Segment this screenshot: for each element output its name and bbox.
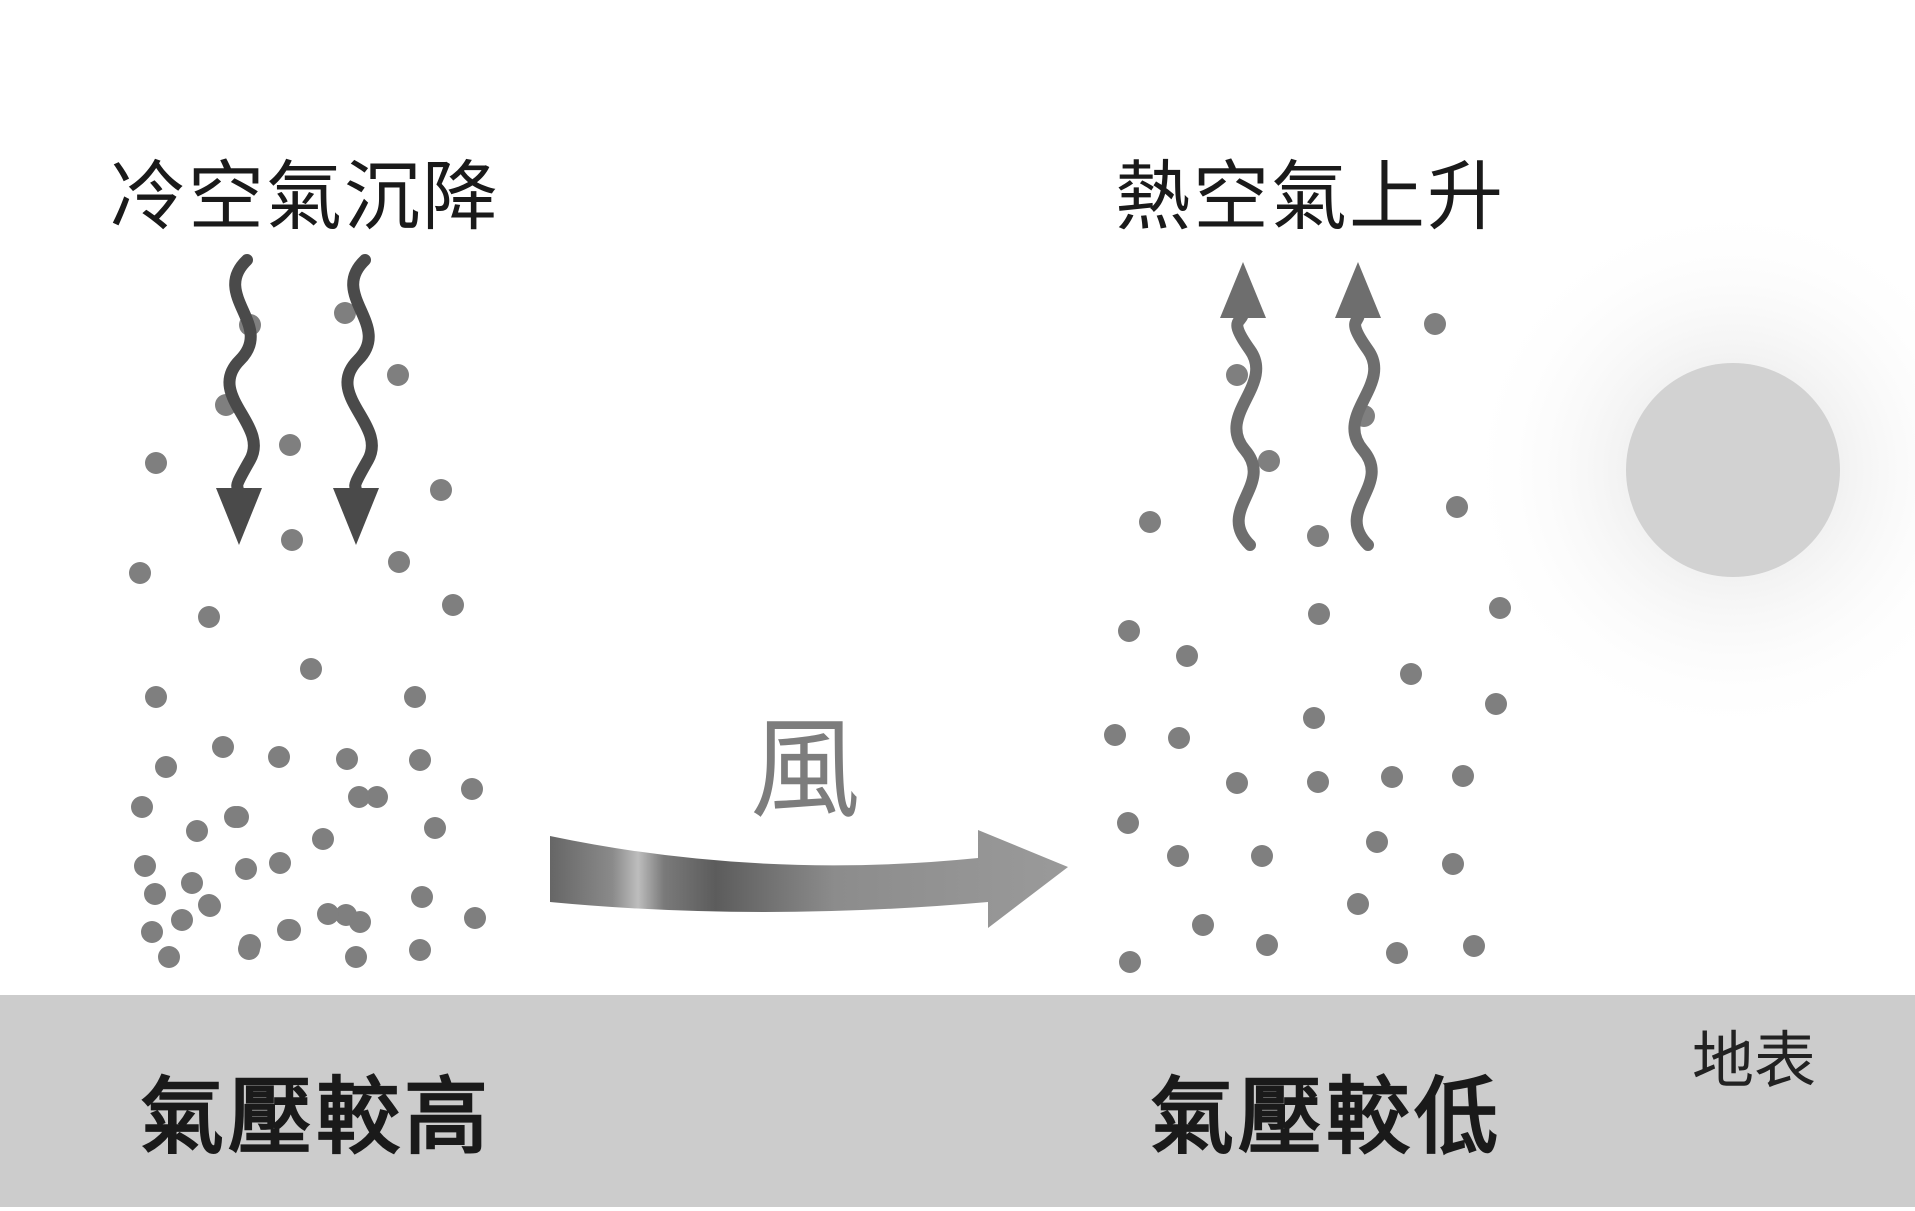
air-particle [1226,364,1248,386]
air-particle [198,606,220,628]
air-particle [1446,496,1468,518]
particles-high-pressure [129,302,486,968]
wavy-up-arrow-icon [1348,304,1381,551]
air-particle [1485,693,1507,715]
hot-air-arrows [1220,262,1381,551]
air-particle [442,594,464,616]
arrowhead-down [216,488,262,545]
air-particle [1117,812,1139,834]
high-pressure-label: 氣壓較高 [140,1068,493,1166]
air-particle [388,551,410,573]
air-particle [345,946,367,968]
air-particle [144,883,166,905]
air-particle [411,886,433,908]
air-particle [1176,645,1198,667]
wavy-up-arrow-icon [1230,304,1263,551]
air-particle [464,907,486,929]
air-particle [1366,831,1388,853]
air-particle [129,562,151,584]
air-particle [1347,893,1369,915]
air-particle [1118,620,1140,642]
air-particle [1386,942,1408,964]
wavy-down-arrow-icon [341,254,378,504]
air-particle [387,364,409,386]
air-particle [268,746,290,768]
air-particle [1139,511,1161,533]
sun-icon [1626,363,1840,577]
air-particle [145,452,167,474]
air-particle [424,817,446,839]
air-particle [1424,313,1446,335]
wavy-down-arrow-icon [223,254,260,504]
air-particle [1119,951,1141,973]
air-particle [348,786,370,808]
air-particle [461,778,483,800]
air-particle [134,855,156,877]
air-particle [141,921,163,943]
air-particle [1489,597,1511,619]
air-particle [1226,772,1248,794]
air-particle [366,786,388,808]
air-particle [279,919,301,941]
air-particle [334,302,356,324]
air-particle [131,796,153,818]
air-particle [212,736,234,758]
air-particle [1256,934,1278,956]
air-particle [1307,525,1329,547]
air-particle [155,756,177,778]
arrowhead-up [1335,262,1381,318]
air-particle [181,872,203,894]
air-particle [312,828,334,850]
air-particle [1463,935,1485,957]
air-particle [1168,727,1190,749]
cold-air-label: 冷空氣沉降 [110,152,500,241]
air-particle [1400,663,1422,685]
air-particle [430,479,452,501]
cold-air-arrows [216,254,379,545]
air-particle [279,434,301,456]
air-particle [281,529,303,551]
air-particle [1303,707,1325,729]
air-particle [1192,914,1214,936]
air-particle [239,934,261,956]
air-particle [1308,603,1330,625]
air-particle [158,946,180,968]
air-particle [171,909,193,931]
hot-air-label: 熱空氣上升 [1115,152,1505,241]
air-particle [336,748,358,770]
air-particle [349,911,371,933]
air-particle [145,686,167,708]
air-particle [1251,845,1273,867]
particles-low-pressure [1104,313,1511,973]
air-particle [269,852,291,874]
air-particle [1381,766,1403,788]
wind-label: 風 [750,706,860,834]
air-particle [317,903,339,925]
air-particle [186,820,208,842]
air-particle [300,658,322,680]
low-pressure-label: 氣壓較低 [1150,1068,1503,1166]
air-particle [1104,724,1126,746]
air-particle [404,686,426,708]
air-particle [409,939,431,961]
curved-right-arrow-icon [550,830,1068,928]
air-particle [1307,771,1329,793]
air-particle [199,895,221,917]
air-particle [1167,845,1189,867]
air-particle [409,749,431,771]
ground-band [0,995,1915,1207]
arrowhead-up [1220,262,1266,318]
air-particle [1452,765,1474,787]
air-particle [1258,450,1280,472]
air-particle [235,858,257,880]
air-particle [224,806,246,828]
arrowhead-down [333,488,379,545]
ground-label: 地表 [1692,1024,1817,1097]
air-particle [1442,853,1464,875]
